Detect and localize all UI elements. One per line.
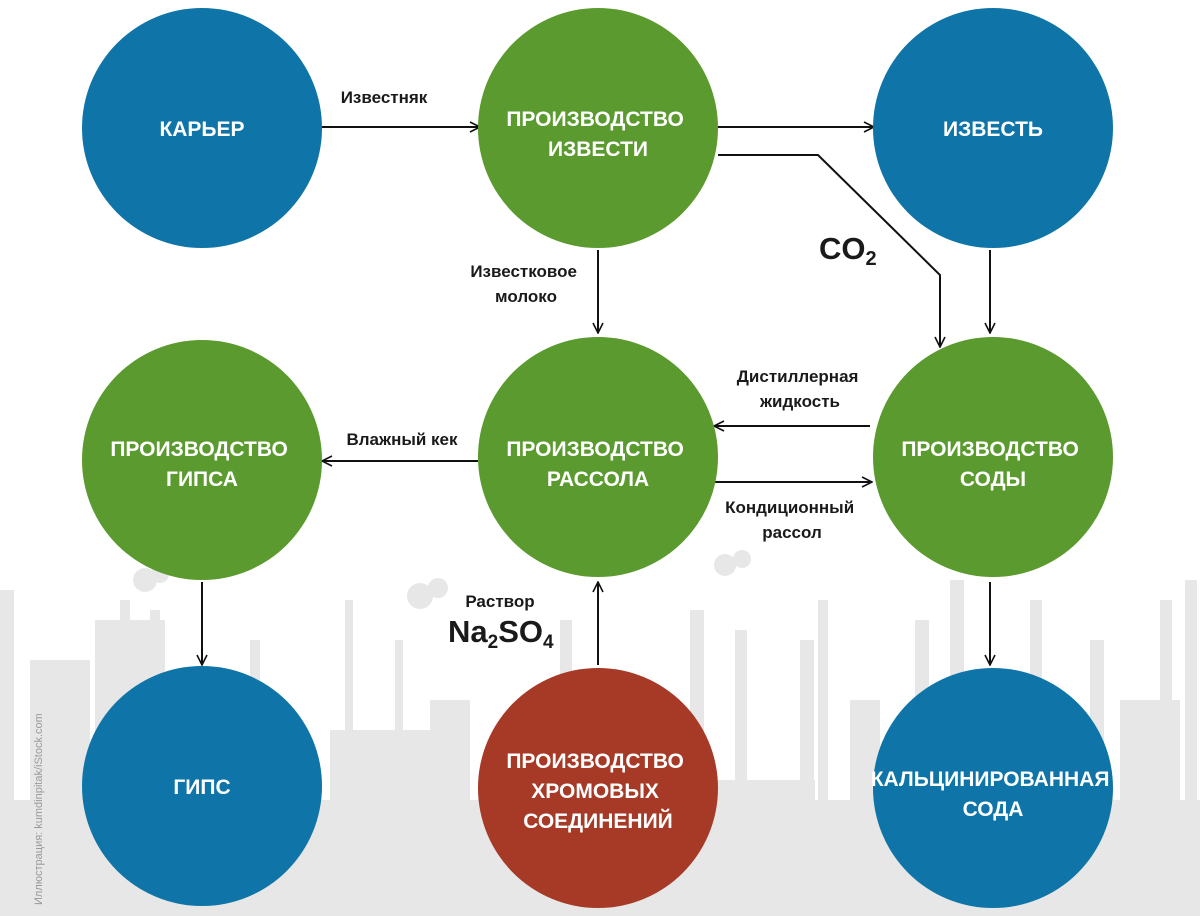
node-soda-production xyxy=(873,337,1113,577)
arrow-co2-to-soda-production xyxy=(718,154,940,347)
node-soda-production-label: ПРОИЗВОДСТВО СОДЫ xyxy=(901,438,1084,491)
edges xyxy=(202,127,990,665)
node-soda-ash-label: КАЛЬЦИНИРОВАННАЯ СОДА xyxy=(871,768,1116,821)
node-gypsum-label: ГИПС xyxy=(173,776,230,799)
edge-label-lime-milk: Известковое молоко xyxy=(470,262,581,306)
edge-label-distiller-liquid: Дистиллерная жидкость xyxy=(737,367,863,411)
edge-label-na2so4-formula: Na2SO4 xyxy=(448,614,554,653)
node-brine-production-label: ПРОИЗВОДСТВО РАССОЛА xyxy=(506,438,689,491)
node-lime-label: ИЗВЕСТЬ xyxy=(943,118,1043,141)
edge-label-limestone: Известняк xyxy=(341,88,428,107)
node-labels: КАРЬЕР ПРОИЗВОДСТВО ИЗВЕСТИ ИЗВЕСТЬ ПРОИ… xyxy=(110,108,1116,833)
edge-label-conditioned-brine: Кондиционный рассол xyxy=(725,498,859,542)
node-soda-ash xyxy=(873,668,1113,908)
image-credit: Иллюстрация: kumdinpitak/iStock.com xyxy=(33,713,45,905)
node-quarry-label: КАРЬЕР xyxy=(159,118,244,141)
edge-label-wet-cake: Влажный кек xyxy=(346,430,458,449)
node-chrome-production-label: ПРОИЗВОДСТВО ХРОМОВЫХ СОЕДИНЕНИЙ xyxy=(506,750,689,833)
node-brine-production xyxy=(478,337,718,577)
node-gypsum-production xyxy=(82,340,322,580)
node-lime-production xyxy=(478,8,718,248)
nodes xyxy=(82,8,1113,908)
node-lime-production-label: ПРОИЗВОДСТВО ИЗВЕСТИ xyxy=(506,108,689,161)
node-lime xyxy=(873,8,1113,248)
node-quarry xyxy=(82,8,322,248)
edge-label-na2so4-caption: Раствор xyxy=(465,592,534,611)
edge-labels: Известняк Известковое молоко CO2 Дистилл… xyxy=(341,88,877,653)
edge-label-co2: CO2 xyxy=(819,231,877,270)
node-chrome-production xyxy=(478,668,718,908)
node-gypsum-production-label: ПРОИЗВОДСТВО ГИПСА xyxy=(110,438,293,491)
node-gypsum xyxy=(82,666,322,906)
